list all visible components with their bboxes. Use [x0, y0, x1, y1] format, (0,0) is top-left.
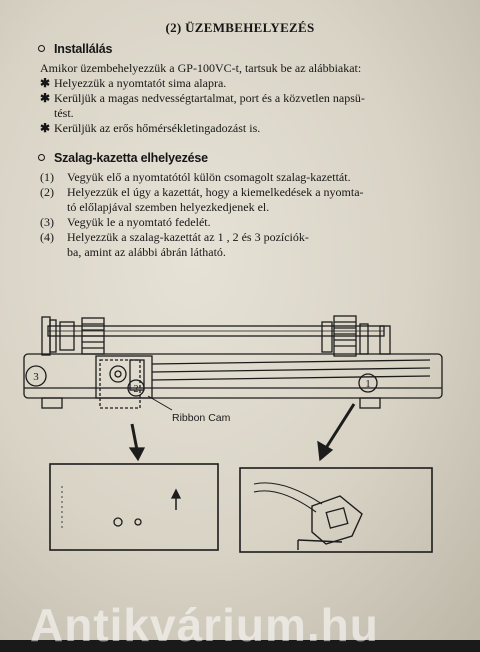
watermark-text: Antikvárium.hu	[30, 599, 379, 651]
bullet-text: Kerüljük az erős hőmérsékletingadozást i…	[54, 121, 261, 135]
circle-bullet-icon	[38, 45, 45, 52]
printer-frame	[23, 353, 443, 399]
step-continuation: tó előlapjával szemben helyezkedjenek el…	[67, 200, 270, 214]
asterisk-bullet-icon: ✱	[40, 91, 51, 105]
installation-bullet: ✱Kerüljük az erős hőmérsékletingadozást …	[40, 121, 440, 136]
installation-intro: Amikor üzembehelyezzük a GP-100VC-t, tar…	[40, 61, 362, 75]
asterisk-bullet-icon: ✱	[40, 121, 51, 135]
ribbon-cassette	[311, 495, 363, 545]
right-knob	[321, 321, 333, 353]
left-arrow	[130, 423, 139, 451]
installation-bullet-continuation: tést.	[54, 106, 74, 120]
section-heading-installation: Installálás	[38, 42, 112, 56]
left-foot	[41, 397, 63, 409]
installation-bullet: ✱Helyezzük a nyomtatót sima alapra.	[40, 76, 440, 91]
right-sprocket	[333, 315, 357, 357]
step-item: (3) Vegyük le a nyomtató fedelét.	[40, 215, 440, 230]
step-item: (4) Helyezzük a szalag-kazettát az 1 , 2 …	[40, 230, 440, 245]
position-1-label: 1	[365, 378, 371, 390]
installation-bullet: ✱Kerüljük a magas nedvességtartalmat, po…	[40, 91, 440, 106]
step-continuation: ba, amint az alábbi ábrán látható.	[67, 245, 226, 259]
asterisk-bullet-icon: ✱	[40, 76, 51, 90]
right-foot	[359, 397, 381, 409]
page-title: (2) ÜZEMBEHELYEZÉS	[165, 20, 315, 35]
head-gear	[109, 365, 127, 383]
step-item: (1) Vegyük elő a nyomtatótól külön csomag…	[40, 170, 440, 185]
ribbon-cam-box	[99, 359, 141, 409]
step-text: Helyezzük el úgy a kazettát, hogy a kiem…	[67, 185, 364, 199]
circle-bullet-icon	[38, 154, 45, 161]
bullet-text: Helyezzük a nyomtatót sima alapra.	[54, 76, 227, 90]
position-3-label: 3	[33, 371, 39, 383]
ribbon-cam-pointer	[147, 395, 173, 411]
detail-hole	[113, 517, 123, 527]
step-text: Helyezzük a szalag-kazettát az 1 , 2 és …	[67, 230, 309, 244]
right-arrow	[324, 403, 356, 449]
section-heading-ribbon: Szalag-kazetta elhelyezése	[38, 151, 208, 165]
step-number: (3)	[40, 215, 54, 229]
detail-box-right	[239, 467, 433, 553]
step-text: Vegyük elő a nyomtatótól külön csomagolt…	[67, 170, 351, 184]
section-heading-text: Szalag-kazetta elhelyezése	[54, 151, 208, 165]
right-arrow-head	[317, 440, 334, 462]
carriage-rod	[151, 359, 431, 365]
ribbon-cam-label: Ribbon Cam	[172, 412, 231, 424]
left-knob	[59, 321, 75, 351]
position-2-marker	[127, 379, 145, 397]
print-head	[95, 355, 153, 399]
left-arrow-head	[128, 447, 146, 462]
step-text: Vegyük le a nyomtató fedelét.	[67, 215, 211, 229]
step-number: (4)	[40, 230, 54, 244]
right-end-cap	[379, 325, 391, 355]
position-1-marker	[358, 373, 378, 393]
installation-text: Amikor üzembehelyezzük a GP-100VC-t, tar…	[40, 61, 440, 136]
printer-diagram: 3 1 2	[23, 315, 443, 553]
step-number: (1)	[40, 170, 54, 184]
detail-box-left	[49, 463, 219, 551]
step-item: (2) Helyezzük el úgy a kazettát, hogy a k…	[40, 185, 440, 200]
position-3-marker	[25, 365, 47, 387]
ribbon-steps: (1) Vegyük elő a nyomtatótól külön csomag…	[40, 170, 440, 260]
section-heading-text: Installálás	[54, 42, 113, 56]
bullet-text: Kerüljük a magas nedvességtartalmat, por…	[54, 91, 365, 105]
step-number: (2)	[40, 185, 54, 199]
position-2-label: 2	[134, 384, 139, 395]
